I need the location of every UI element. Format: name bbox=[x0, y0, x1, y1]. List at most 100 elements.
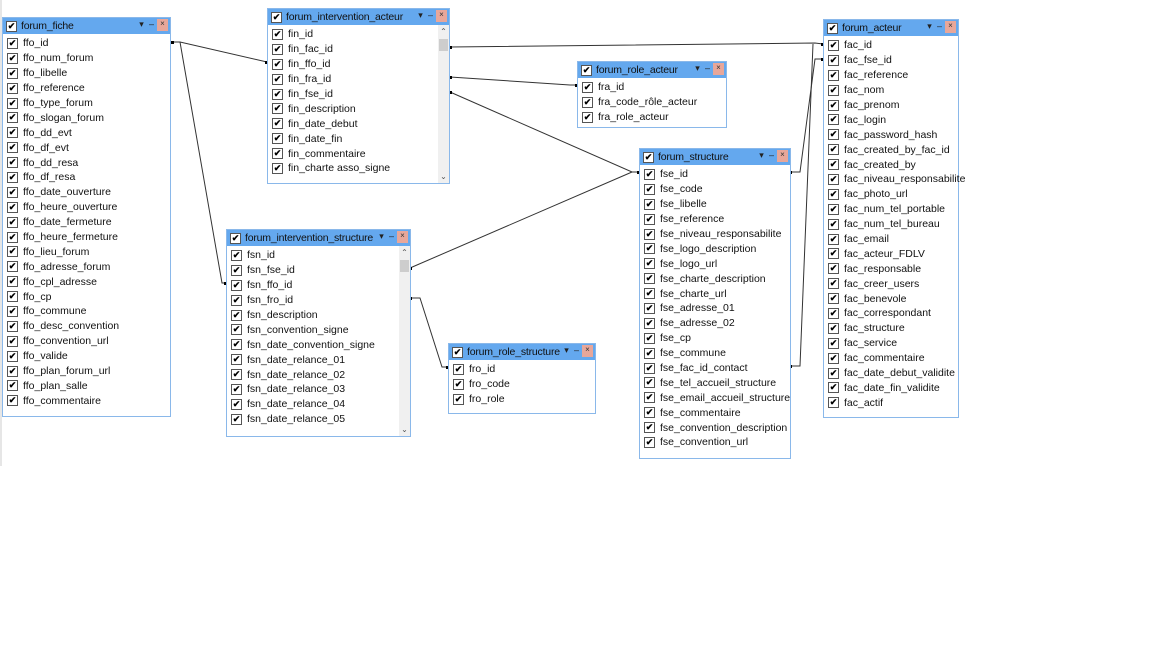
table-header[interactable]: ✔ forum_acteur ▾ – × bbox=[824, 20, 958, 36]
scroll-down-icon[interactable]: ⌄ bbox=[440, 172, 447, 181]
field-row[interactable]: ✔fsn_date_relance_04 bbox=[227, 397, 410, 412]
field-checkbox[interactable]: ✔ bbox=[7, 112, 18, 124]
close-icon[interactable]: × bbox=[777, 150, 788, 162]
dropdown-arrow-icon[interactable]: ▾ bbox=[927, 21, 932, 31]
minimize-icon[interactable]: – bbox=[573, 345, 579, 355]
table-forum-acteur[interactable]: ✔ forum_acteur ▾ – ×✔fac_id✔fac_fse_id✔f… bbox=[823, 19, 965, 418]
dropdown-arrow-icon[interactable]: ▾ bbox=[418, 10, 423, 20]
field-checkbox[interactable]: ✔ bbox=[272, 28, 283, 40]
field-checkbox[interactable]: ✔ bbox=[828, 352, 839, 364]
field-row[interactable]: ✔fin_fra_id bbox=[268, 72, 449, 87]
field-checkbox[interactable]: ✔ bbox=[7, 186, 18, 198]
field-checkbox[interactable]: ✔ bbox=[828, 69, 839, 81]
field-row[interactable]: ✔fse_fac_id_contact bbox=[640, 361, 790, 376]
field-checkbox[interactable]: ✔ bbox=[231, 413, 242, 425]
field-row[interactable]: ✔ffo_date_ouverture bbox=[3, 185, 170, 200]
field-checkbox[interactable]: ✔ bbox=[644, 422, 655, 434]
field-row[interactable]: ✔fsn_date_relance_03 bbox=[227, 382, 410, 397]
field-checkbox[interactable]: ✔ bbox=[644, 407, 655, 419]
field-checkbox[interactable]: ✔ bbox=[644, 347, 655, 359]
close-icon[interactable]: × bbox=[397, 231, 408, 243]
field-checkbox[interactable]: ✔ bbox=[272, 133, 283, 145]
field-row[interactable]: ✔ffo_df_resa bbox=[3, 170, 170, 185]
table-forum-role-acteur[interactable]: ✔ forum_role_acteur ▾ – ×✔fra_id✔fra_cod… bbox=[577, 61, 727, 128]
field-checkbox[interactable]: ✔ bbox=[828, 248, 839, 260]
field-checkbox[interactable]: ✔ bbox=[231, 354, 242, 366]
table-forum-intervention-acteur[interactable]: ✔ forum_intervention_acteur ▾ – ×✔fin_id… bbox=[267, 8, 450, 184]
minimize-icon[interactable]: – bbox=[427, 10, 433, 20]
field-row[interactable]: ✔fsn_date_relance_01 bbox=[227, 352, 410, 367]
minimize-icon[interactable]: – bbox=[388, 231, 394, 241]
dropdown-arrow-icon[interactable]: ▾ bbox=[564, 345, 569, 355]
field-row[interactable]: ✔fin_description bbox=[268, 101, 449, 116]
field-row[interactable]: ✔fse_convention_description bbox=[640, 420, 790, 435]
field-checkbox[interactable]: ✔ bbox=[7, 97, 18, 109]
field-row[interactable]: ✔ffo_commentaire bbox=[3, 393, 170, 408]
field-checkbox[interactable]: ✔ bbox=[828, 278, 839, 290]
field-checkbox[interactable]: ✔ bbox=[7, 320, 18, 332]
field-row[interactable]: ✔fin_id bbox=[268, 27, 449, 42]
minimize-icon[interactable]: – bbox=[148, 19, 154, 29]
field-checkbox[interactable]: ✔ bbox=[7, 231, 18, 243]
field-row[interactable]: ✔ffo_id bbox=[3, 36, 170, 51]
field-checkbox[interactable]: ✔ bbox=[644, 288, 655, 300]
field-checkbox[interactable]: ✔ bbox=[7, 157, 18, 169]
field-checkbox[interactable]: ✔ bbox=[272, 103, 283, 115]
field-row[interactable]: ✔ffo_dd_evt bbox=[3, 125, 170, 140]
field-checkbox[interactable]: ✔ bbox=[644, 332, 655, 344]
field-checkbox[interactable]: ✔ bbox=[7, 52, 18, 64]
field-checkbox[interactable]: ✔ bbox=[7, 127, 18, 139]
field-checkbox[interactable]: ✔ bbox=[644, 168, 655, 180]
select-all-checkbox[interactable]: ✔ bbox=[230, 232, 241, 244]
field-row[interactable]: ✔ffo_plan_salle bbox=[3, 378, 170, 393]
field-row[interactable]: ✔fin_commentaire bbox=[268, 146, 449, 161]
table-header[interactable]: ✔ forum_fiche ▾ – × bbox=[3, 18, 170, 34]
field-checkbox[interactable]: ✔ bbox=[7, 246, 18, 258]
field-row[interactable]: ✔fsn_description bbox=[227, 308, 410, 323]
select-all-checkbox[interactable]: ✔ bbox=[581, 64, 592, 76]
field-checkbox[interactable]: ✔ bbox=[7, 37, 18, 49]
field-checkbox[interactable]: ✔ bbox=[7, 380, 18, 392]
field-checkbox[interactable]: ✔ bbox=[231, 369, 242, 381]
table-forum-role-structure[interactable]: ✔ forum_role_structure ▾ – ×✔fro_id✔fro_… bbox=[448, 343, 596, 414]
field-row[interactable]: ✔fac_service bbox=[824, 336, 958, 351]
field-row[interactable]: ✔fac_nom bbox=[824, 83, 958, 98]
field-row[interactable]: ✔fra_code_rôle_acteur bbox=[578, 95, 726, 110]
field-checkbox[interactable]: ✔ bbox=[231, 339, 242, 351]
field-checkbox[interactable]: ✔ bbox=[231, 398, 242, 410]
field-checkbox[interactable]: ✔ bbox=[644, 258, 655, 270]
field-row[interactable]: ✔fse_charte_url bbox=[640, 286, 790, 301]
select-all-checkbox[interactable]: ✔ bbox=[271, 11, 282, 23]
field-checkbox[interactable]: ✔ bbox=[7, 395, 18, 407]
field-checkbox[interactable]: ✔ bbox=[828, 114, 839, 126]
field-row[interactable]: ✔fac_login bbox=[824, 112, 958, 127]
field-checkbox[interactable]: ✔ bbox=[644, 198, 655, 210]
field-row[interactable]: ✔fse_libelle bbox=[640, 197, 790, 212]
field-checkbox[interactable]: ✔ bbox=[453, 378, 464, 390]
field-checkbox[interactable]: ✔ bbox=[7, 67, 18, 79]
field-row[interactable]: ✔fse_id bbox=[640, 167, 790, 182]
field-checkbox[interactable]: ✔ bbox=[7, 291, 18, 303]
field-row[interactable]: ✔fac_acteur_FDLV bbox=[824, 246, 958, 261]
field-checkbox[interactable]: ✔ bbox=[7, 201, 18, 213]
table-header[interactable]: ✔ forum_role_acteur ▾ – × bbox=[578, 62, 726, 78]
field-row[interactable]: ✔fin_charte asso_signe bbox=[268, 161, 449, 176]
scrollbar-thumb[interactable] bbox=[400, 260, 409, 272]
field-row[interactable]: ✔fac_benevole bbox=[824, 291, 958, 306]
field-checkbox[interactable]: ✔ bbox=[231, 279, 242, 291]
close-icon[interactable]: × bbox=[436, 10, 447, 22]
field-row[interactable]: ✔fin_date_fin bbox=[268, 131, 449, 146]
field-row[interactable]: ✔ffo_desc_convention bbox=[3, 319, 170, 334]
field-row[interactable]: ✔fac_date_fin_validite bbox=[824, 380, 958, 395]
field-checkbox[interactable]: ✔ bbox=[828, 367, 839, 379]
vertical-scrollbar[interactable]: ⌃⌄ bbox=[399, 246, 410, 436]
field-row[interactable]: ✔fse_logo_description bbox=[640, 241, 790, 256]
field-row[interactable]: ✔fse_logo_url bbox=[640, 256, 790, 271]
field-row[interactable]: ✔ffo_plan_forum_url bbox=[3, 364, 170, 379]
field-row[interactable]: ✔ffo_type_forum bbox=[3, 96, 170, 111]
field-checkbox[interactable]: ✔ bbox=[644, 213, 655, 225]
field-row[interactable]: ✔fac_correspondant bbox=[824, 306, 958, 321]
field-row[interactable]: ✔fsn_date_convention_signe bbox=[227, 337, 410, 352]
field-row[interactable]: ✔fro_id bbox=[449, 362, 595, 377]
close-icon[interactable]: × bbox=[582, 345, 593, 357]
